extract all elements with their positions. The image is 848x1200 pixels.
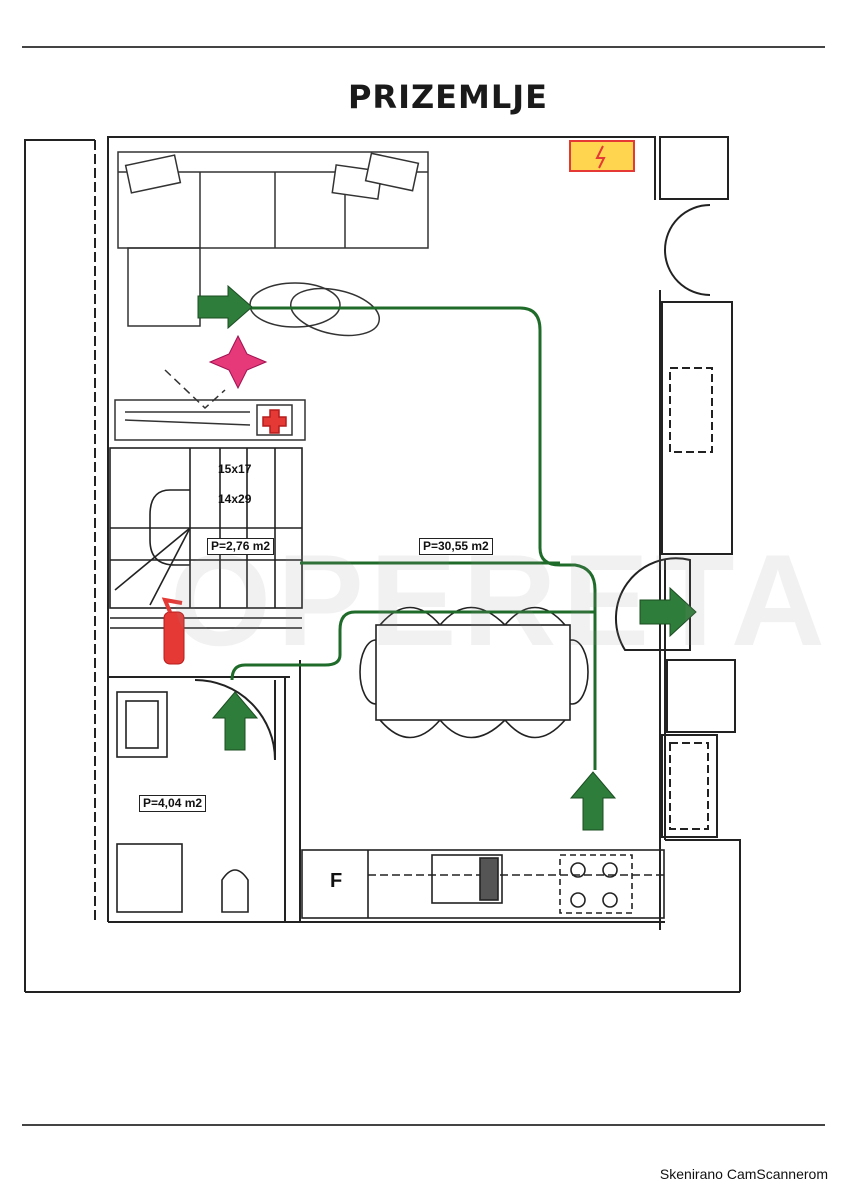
sofa: [117, 151, 429, 337]
stair-step-dimension: 14x29: [218, 492, 252, 506]
bathroom-area-label: P=4,04 m2: [139, 795, 207, 812]
stair-area-label: P=2,76 m2: [207, 538, 275, 555]
arrow-up-icon: [211, 691, 259, 751]
evacuation-path: [230, 306, 597, 770]
arrow-up-icon: [569, 771, 617, 831]
fire-extinguisher-icon: [161, 597, 185, 665]
dining-table: [359, 606, 589, 739]
kitchen-counter: [301, 849, 665, 919]
stair-step-dimension: 15x17: [218, 462, 252, 476]
walls: [24, 136, 741, 993]
scanner-footer: Skenirano CamScannerom: [659, 1166, 828, 1182]
bathroom: [116, 691, 249, 913]
arrow-right-icon: [197, 284, 253, 330]
electrical-panel-icon: [569, 140, 635, 172]
stairs: [109, 447, 303, 629]
fridge-label: F: [330, 870, 343, 892]
exit-arrows: [197, 284, 697, 831]
exit-arrow-icon: [639, 586, 697, 638]
cabinet: [114, 369, 306, 441]
plant-icon: [208, 334, 268, 390]
watermark: OPERETA: [170, 527, 831, 673]
living-area-label: P=30,55 m2: [419, 538, 493, 555]
floor-title: PRIZEMLJE: [347, 78, 549, 116]
